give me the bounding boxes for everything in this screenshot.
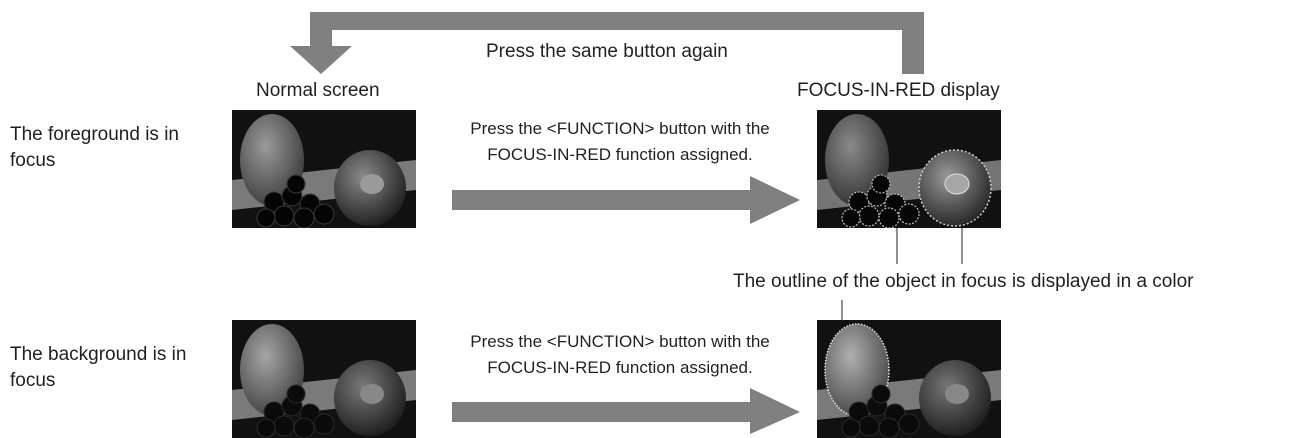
focus-in-red-photo-background-focus xyxy=(817,320,1001,438)
normal-screen-label: Normal screen xyxy=(256,80,380,101)
normal-photo-background-focus xyxy=(232,320,416,438)
loop-label: Press the same button again xyxy=(486,41,728,62)
forward-arrow-row1 xyxy=(452,176,800,224)
return-loop-arrow xyxy=(290,12,924,74)
instruction-row1-line2: FOCUS-IN-RED function assigned. xyxy=(487,145,753,164)
instruction-row2: Press the <FUNCTION> button with the FOC… xyxy=(440,329,800,381)
instruction-row1: Press the <FUNCTION> button with the FOC… xyxy=(440,116,800,168)
instruction-row2-line1: Press the <FUNCTION> button with the xyxy=(470,332,770,351)
instruction-row2-line2: FOCUS-IN-RED function assigned. xyxy=(487,358,753,377)
outline-note: The outline of the object in focus is di… xyxy=(733,271,1194,292)
row-label-foreground: The foreground is in focus xyxy=(10,124,179,171)
instruction-row1-line1: Press the <FUNCTION> button with the xyxy=(470,119,770,138)
row-label-background: The background is in focus xyxy=(10,344,187,391)
focus-in-red-label: FOCUS-IN-RED display xyxy=(797,80,1000,101)
normal-photo-foreground-focus xyxy=(232,110,416,228)
focus-in-red-photo-foreground-focus xyxy=(817,110,1001,228)
forward-arrow-row2 xyxy=(452,388,800,434)
